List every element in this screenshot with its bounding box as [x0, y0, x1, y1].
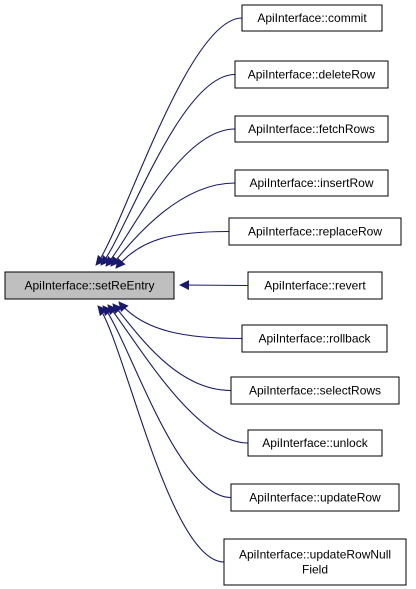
caller-node-label: ApiInterface::fetchRows — [248, 122, 375, 136]
caller-node-label: ApiInterface::replaceRow — [248, 225, 382, 239]
caller-node[interactable]: ApiInterface::insertRow — [234, 169, 389, 197]
caller-node[interactable]: ApiInterface::selectRows — [230, 376, 400, 405]
caller-node[interactable]: ApiInterface::updateRow — [230, 483, 400, 512]
call-edge — [179, 280, 249, 291]
caller-node[interactable]: ApiInterface::deleteRow — [234, 60, 389, 89]
caller-node-label: ApiInterface::deleteRow — [248, 68, 376, 82]
caller-node-label: ApiInterface::rollback — [258, 332, 371, 346]
caller-node[interactable]: ApiInterface::revert — [247, 271, 383, 300]
caller-node-label: ApiInterface::updateRowNull — [239, 548, 391, 562]
call-edge — [100, 73, 236, 266]
root-node-label: ApiInterface::setReEntry — [24, 279, 154, 293]
caller-node[interactable]: ApiInterface::rollback — [241, 324, 388, 353]
call-edge — [97, 305, 225, 563]
caller-node-label: ApiInterface::updateRow — [249, 491, 381, 505]
call-edge — [95, 17, 243, 266]
call-edge — [107, 304, 249, 444]
call-edge — [105, 128, 236, 267]
call-edge — [102, 305, 232, 499]
call-edge — [112, 303, 232, 392]
caller-node-label: ApiInterface::selectRows — [249, 384, 381, 398]
caller-node[interactable]: ApiInterface::replaceRow — [228, 217, 402, 246]
caller-node[interactable]: ApiInterface::unlock — [247, 429, 383, 457]
call-edge — [110, 182, 236, 267]
caller-node[interactable]: ApiInterface::commit — [241, 4, 383, 32]
call-edge — [115, 230, 230, 269]
caller-node-label: ApiInterface::unlock — [262, 436, 368, 450]
caller-node-label: Field — [302, 563, 328, 577]
caller-node-label: ApiInterface::revert — [264, 279, 366, 293]
caller-node[interactable]: ApiInterface::fetchRows — [234, 115, 389, 143]
call-edge — [118, 301, 243, 340]
root-node-setreentry[interactable]: ApiInterface::setReEntry — [4, 271, 175, 300]
caller-node-label: ApiInterface::insertRow — [249, 176, 373, 190]
caller-node-label: ApiInterface::commit — [257, 11, 367, 25]
